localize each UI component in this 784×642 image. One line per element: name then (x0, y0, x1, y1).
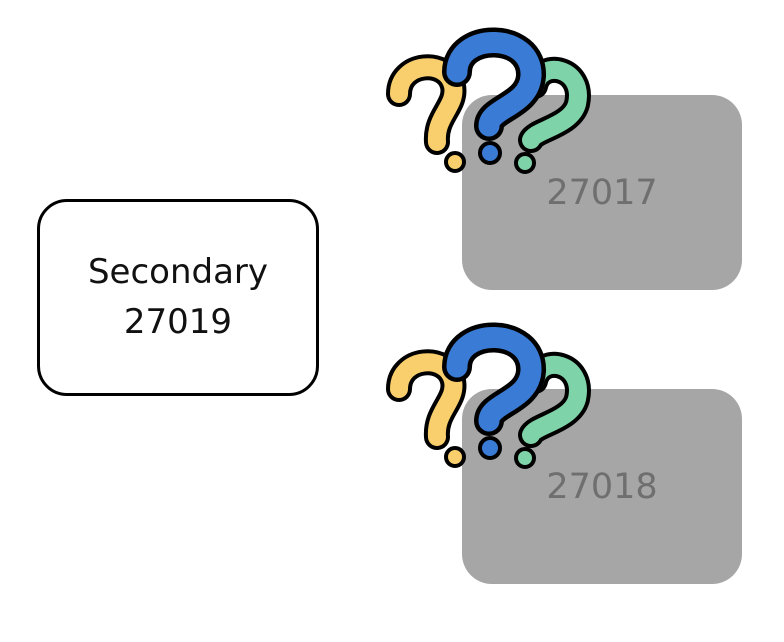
unknown-node-port: 27018 (546, 467, 658, 507)
question-marks-icon (386, 322, 591, 469)
unknown-node-27018: 27018 (462, 389, 742, 584)
unknown-node-27017: 27017 (462, 95, 742, 290)
secondary-node: Secondary 27019 (37, 199, 319, 396)
secondary-node-port: 27019 (123, 301, 233, 342)
question-marks-icon (386, 27, 591, 174)
unknown-node-port: 27017 (546, 173, 658, 213)
secondary-node-role: Secondary (87, 252, 269, 293)
